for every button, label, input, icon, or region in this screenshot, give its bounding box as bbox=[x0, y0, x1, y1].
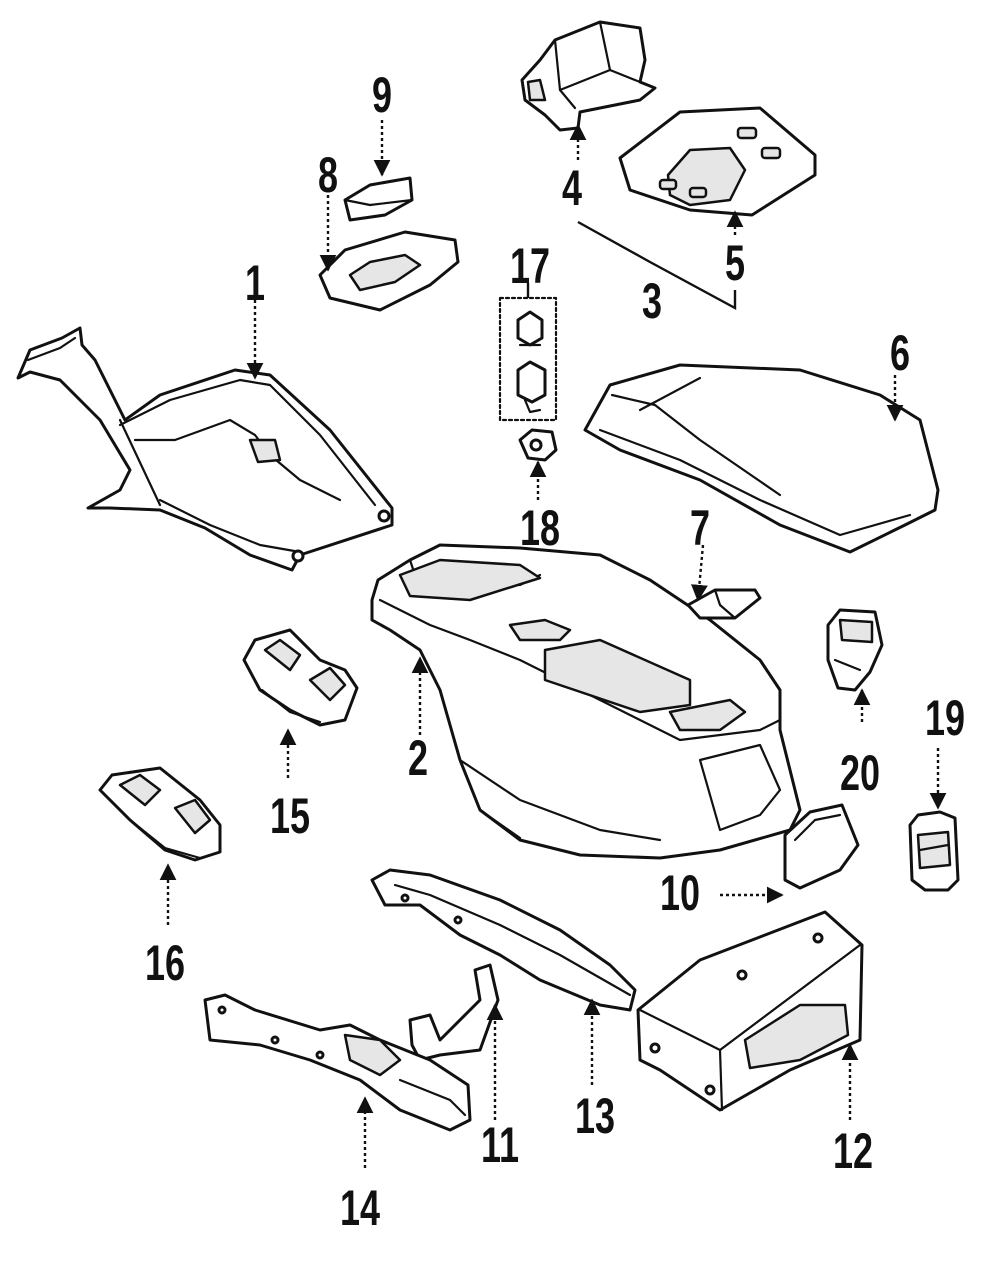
callout-1: 1 bbox=[245, 256, 265, 311]
part-11-bracket bbox=[408, 963, 500, 1062]
callout-8: 8 bbox=[318, 148, 338, 203]
part-20-switch bbox=[826, 608, 884, 692]
callout-13: 13 bbox=[575, 1089, 615, 1144]
part-3-bracket-leader bbox=[577, 220, 737, 311]
callout-labels: 1 2 3 4 5 6 7 8 9 10 11 12 13 14 15 16 1… bbox=[145, 68, 965, 1236]
callout-5: 5 bbox=[725, 236, 745, 291]
part-9-cover bbox=[343, 176, 414, 222]
callout-18: 18 bbox=[520, 501, 560, 556]
callout-4: 4 bbox=[562, 161, 582, 216]
part-1-shifter-bezel bbox=[16, 326, 394, 572]
part-18-holder bbox=[518, 428, 558, 462]
callout-6: 6 bbox=[890, 326, 910, 381]
part-2-console-body bbox=[370, 543, 802, 860]
callout-2: 2 bbox=[408, 731, 428, 786]
part-17-bulb bbox=[516, 310, 544, 347]
callout-11: 11 bbox=[481, 1118, 519, 1173]
part-14-front-bracket bbox=[203, 993, 472, 1132]
part-10-end-cap bbox=[783, 803, 860, 890]
callout-15: 15 bbox=[270, 789, 310, 844]
callout-7: 7 bbox=[690, 501, 710, 556]
callout-16: 16 bbox=[145, 936, 185, 991]
part-13-long-bracket bbox=[370, 868, 637, 1012]
callout-12: 12 bbox=[833, 1124, 873, 1179]
part-15-switch-panel bbox=[242, 628, 359, 727]
part-5-shift-plate bbox=[618, 106, 817, 217]
part-8-tray bbox=[318, 230, 460, 312]
callout-17: 17 bbox=[510, 239, 550, 294]
part-19-switch bbox=[908, 810, 960, 892]
part-16-switch-panel bbox=[98, 766, 222, 862]
part-6-armrest-lid bbox=[583, 363, 940, 554]
part-17-socket bbox=[516, 360, 547, 414]
callout-9: 9 bbox=[372, 68, 392, 123]
leader-lines bbox=[159, 120, 947, 1168]
part-12-rear-box bbox=[636, 910, 864, 1112]
callout-14: 14 bbox=[340, 1181, 380, 1236]
callout-3: 3 bbox=[642, 274, 662, 329]
callout-10: 10 bbox=[660, 866, 700, 921]
part-4-shift-mechanism bbox=[520, 20, 657, 132]
callout-19: 19 bbox=[925, 691, 965, 746]
callout-20: 20 bbox=[840, 746, 880, 801]
